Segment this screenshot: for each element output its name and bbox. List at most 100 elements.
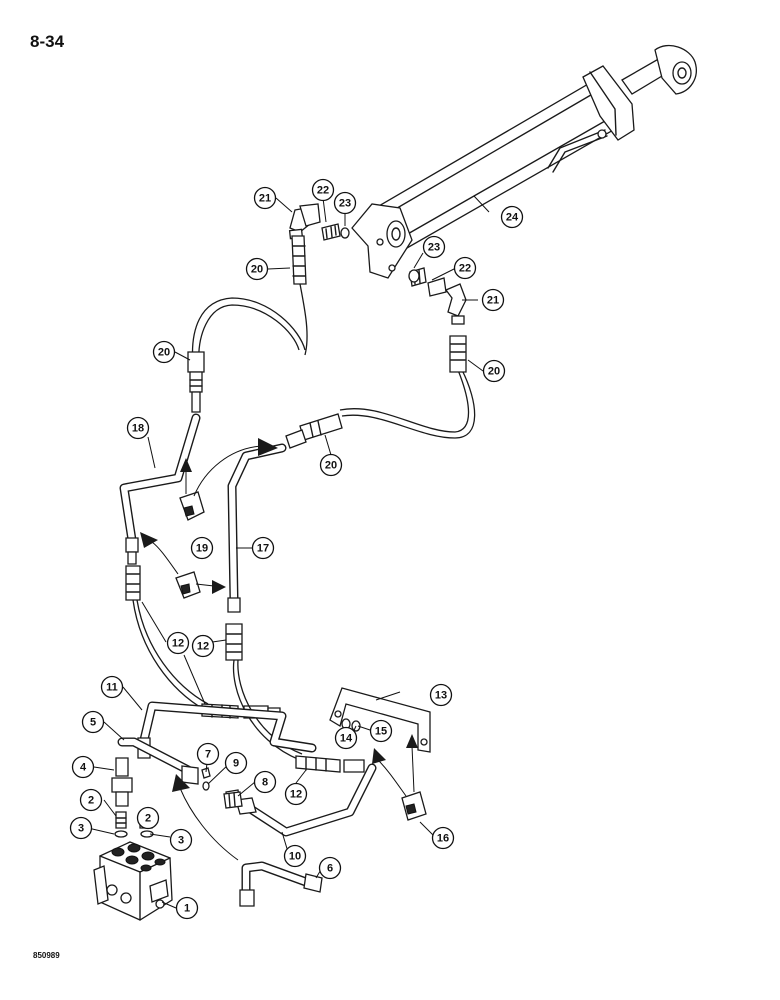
callout-circle [136, 806, 160, 830]
callout-21: 21 [481, 288, 505, 312]
callout-7: 7 [196, 742, 220, 766]
callout-2: 2 [136, 806, 160, 830]
callout-circle [319, 453, 343, 477]
callout-circle [453, 256, 477, 280]
hoses-12 [132, 599, 365, 773]
callout-circle [283, 844, 307, 868]
callout-circle [482, 359, 506, 383]
callout-12: 12 [166, 631, 190, 655]
callout-label: 21 [487, 295, 499, 307]
callout-circle [69, 816, 93, 840]
callout-15: 15 [369, 719, 393, 743]
callout-circle [318, 856, 342, 880]
callout-label: 22 [317, 185, 329, 197]
callout-label: 2 [88, 795, 94, 807]
callout-17: 17 [251, 536, 275, 560]
callout-label: 13 [435, 690, 447, 702]
callout-label: 19 [196, 543, 208, 555]
assembly-arrows [140, 438, 418, 861]
small-fittings [111, 757, 243, 838]
callout-label: 8 [262, 777, 268, 789]
callout-label: 15 [375, 726, 387, 738]
callout-label: 20 [325, 460, 337, 472]
callout-label: 12 [172, 638, 184, 650]
callout-circle [224, 751, 248, 775]
callout-label: 18 [132, 423, 144, 435]
callout-circle [196, 742, 220, 766]
callout-5: 5 [81, 710, 105, 734]
callout-circle [169, 828, 193, 852]
callout-3: 3 [69, 816, 93, 840]
callout-19: 19 [190, 536, 214, 560]
callout-1: 1 [175, 896, 199, 920]
page-number: 8-34 [30, 32, 65, 51]
callout-23: 23 [422, 235, 446, 259]
callout-circle [253, 770, 277, 794]
callout-circle [334, 726, 358, 750]
callout-label: 12 [290, 789, 302, 801]
callout-circle [245, 257, 269, 281]
callout-circle [191, 634, 215, 658]
callout-label: 20 [488, 366, 500, 378]
callout-20: 20 [245, 257, 269, 281]
callout-label: 3 [78, 823, 84, 835]
callout-label: 2 [145, 813, 151, 825]
callout-12: 12 [191, 634, 215, 658]
callout-10: 10 [283, 844, 307, 868]
callout-8: 8 [253, 770, 277, 794]
callout-circle [152, 340, 176, 364]
figure-code: 850989 [33, 951, 60, 960]
callout-label: 5 [90, 717, 96, 729]
callout-22: 22 [453, 256, 477, 280]
callout-circle [500, 205, 524, 229]
callout-label: 7 [205, 749, 211, 761]
tube-5 [117, 737, 199, 785]
callout-circle [81, 710, 105, 734]
callout-label: 21 [259, 193, 271, 205]
callout-label: 1 [184, 903, 190, 915]
callout-2: 2 [79, 788, 103, 812]
callout-circle [311, 178, 335, 202]
callout-circle [251, 536, 275, 560]
tube-18 [119, 413, 201, 601]
callout-circle [333, 191, 357, 215]
callout-label: 14 [340, 733, 353, 745]
callout-label: 24 [506, 212, 519, 224]
callout-22: 22 [311, 178, 335, 202]
callout-label: 3 [178, 835, 184, 847]
callout-circle [422, 235, 446, 259]
callout-label: 20 [251, 264, 263, 276]
clamps [175, 491, 427, 821]
callout-6: 6 [318, 856, 342, 880]
control-valve [93, 841, 173, 921]
callout-label: 10 [289, 851, 301, 863]
callout-20: 20 [482, 359, 506, 383]
callout-circle [126, 416, 150, 440]
callout-24: 24 [500, 205, 524, 229]
callout-circle [429, 683, 453, 707]
callout-label: 23 [339, 198, 351, 210]
callout-16: 16 [431, 826, 455, 850]
hydraulic-cylinder [351, 45, 697, 279]
callout-circle [431, 826, 455, 850]
callout-circle [253, 186, 277, 210]
callout-circle [369, 719, 393, 743]
callout-label: 11 [106, 682, 118, 694]
callout-circle [190, 536, 214, 560]
callout-11: 11 [100, 675, 124, 699]
callout-circle [175, 896, 199, 920]
callout-20: 20 [319, 453, 343, 477]
callout-9: 9 [224, 751, 248, 775]
callout-label: 4 [80, 762, 87, 774]
callout-label: 20 [158, 347, 170, 359]
callout-label: 6 [327, 863, 333, 875]
callout-20: 20 [152, 340, 176, 364]
callout-4: 4 [71, 755, 95, 779]
callout-21: 21 [253, 186, 277, 210]
callout-label: 17 [257, 543, 269, 555]
callout-circle [100, 675, 124, 699]
callout-18: 18 [126, 416, 150, 440]
